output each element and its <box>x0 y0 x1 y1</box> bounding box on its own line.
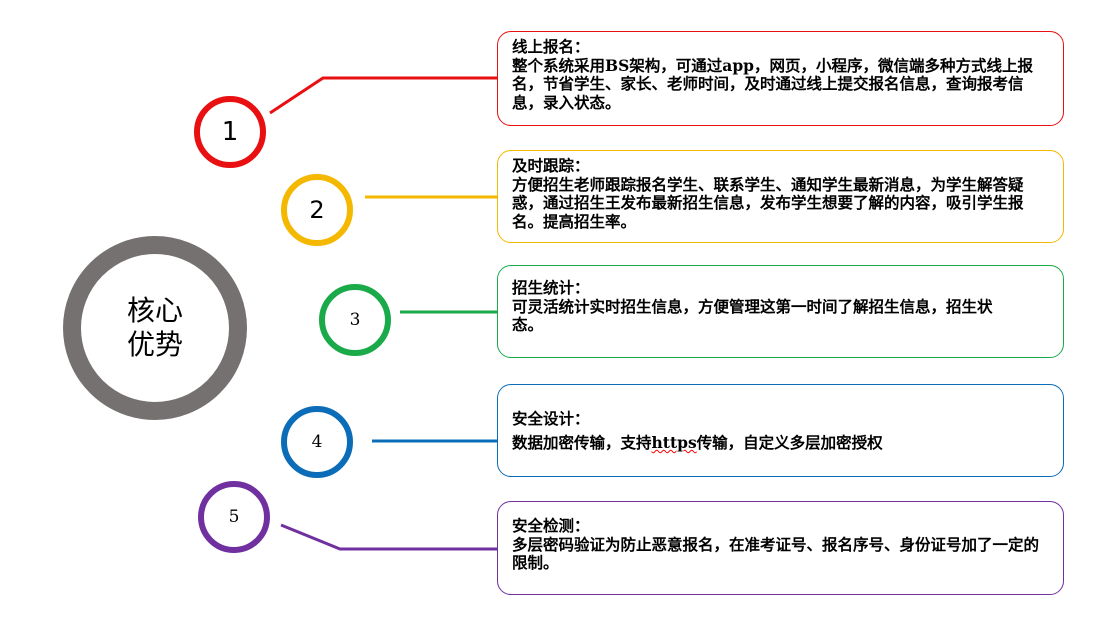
desc-part: 数据加密传输，支持 <box>512 433 652 452</box>
card-title: 安全检测： <box>512 516 590 535</box>
number-2: 2 <box>309 196 325 224</box>
core-advantage-circle: 核心优势 <box>63 236 247 420</box>
card-security-design: 安全设计： 数据加密传输，支持https传输，自定义多层加密授权 <box>497 384 1064 477</box>
number-circle-4: 4 <box>281 406 353 478</box>
card-description: 方便招生老师跟踪报名学生、联系学生、通知学生最新消息，为学生解答疑惑，通过招生王… <box>512 174 1024 231</box>
card-description: 数据加密传输，支持https传输，自定义多层加密授权 <box>512 431 1049 455</box>
https-text: https <box>651 433 697 452</box>
card-title: 及时跟踪： <box>512 156 590 175</box>
number-4: 4 <box>311 432 323 452</box>
number-circle-2: 2 <box>281 174 353 246</box>
connector-5 <box>280 523 497 551</box>
card-description: 可灵活统计实时招生信息，方便管理这第一时间了解招生信息，招生状态。 <box>512 296 993 334</box>
card-statistics: 招生统计： 可灵活统计实时招生信息，方便管理这第一时间了解招生信息，招生状态。 <box>497 265 1064 358</box>
card-title: 线上报名： <box>512 37 590 56</box>
number-5: 5 <box>228 507 240 527</box>
card-description: 整个系统采用BS架构，可通过app，网页，小程序，微信端多种方式线上报名，节省学… <box>512 55 1034 112</box>
number-circle-3: 3 <box>319 284 391 356</box>
card-online-registration: 线上报名： 整个系统采用BS架构，可通过app，网页，小程序，微信端多种方式线上… <box>497 31 1064 126</box>
number-1: 1 <box>221 117 239 147</box>
desc-part: 传输，自定义多层加密授权 <box>696 433 883 452</box>
card-title: 安全设计： <box>512 409 590 428</box>
center-line1: 核心 <box>126 294 183 327</box>
card-security-check: 安全检测： 多层密码验证为防止恶意报名，在准考证号、报名序号、身份证号加了一定的… <box>497 501 1064 595</box>
card-title: 招生统计： <box>512 278 590 297</box>
card-tracking: 及时跟踪： 方便招生老师跟踪报名学生、联系学生、通知学生最新消息，为学生解答疑惑… <box>497 150 1064 243</box>
number-circle-5: 5 <box>198 481 270 553</box>
card-description: 多层密码验证为防止恶意报名，在准考证号、报名序号、身份证号加了一定的限制。 <box>512 534 1040 572</box>
center-line2: 优势 <box>126 328 183 361</box>
connector-1 <box>269 76 497 115</box>
number-3: 3 <box>349 310 361 330</box>
number-circle-1: 1 <box>194 96 266 168</box>
